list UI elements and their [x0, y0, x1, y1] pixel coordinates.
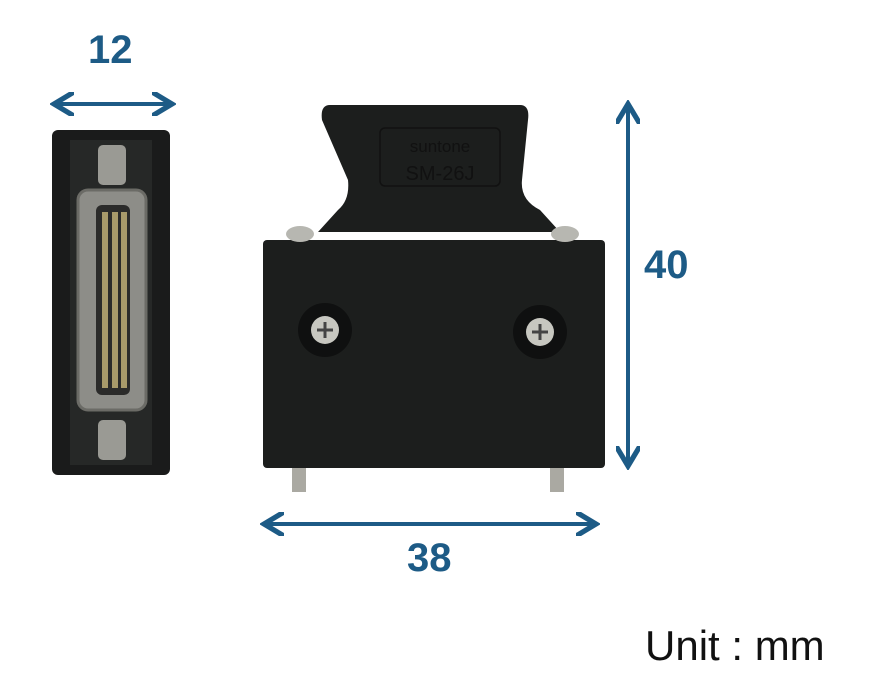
dimension-label-front-width: 38 [407, 536, 452, 580]
unit-label: Unit : mm [645, 622, 825, 669]
brand-embossing: suntone [410, 137, 471, 156]
model-embossing: SM-26J [406, 163, 475, 185]
dimension-label-height: 40 [644, 243, 689, 287]
connector-front-view: suntone SM-26J [263, 105, 605, 492]
connector-side-view [52, 130, 170, 475]
dimension-label-side-width: 12 [88, 28, 133, 72]
